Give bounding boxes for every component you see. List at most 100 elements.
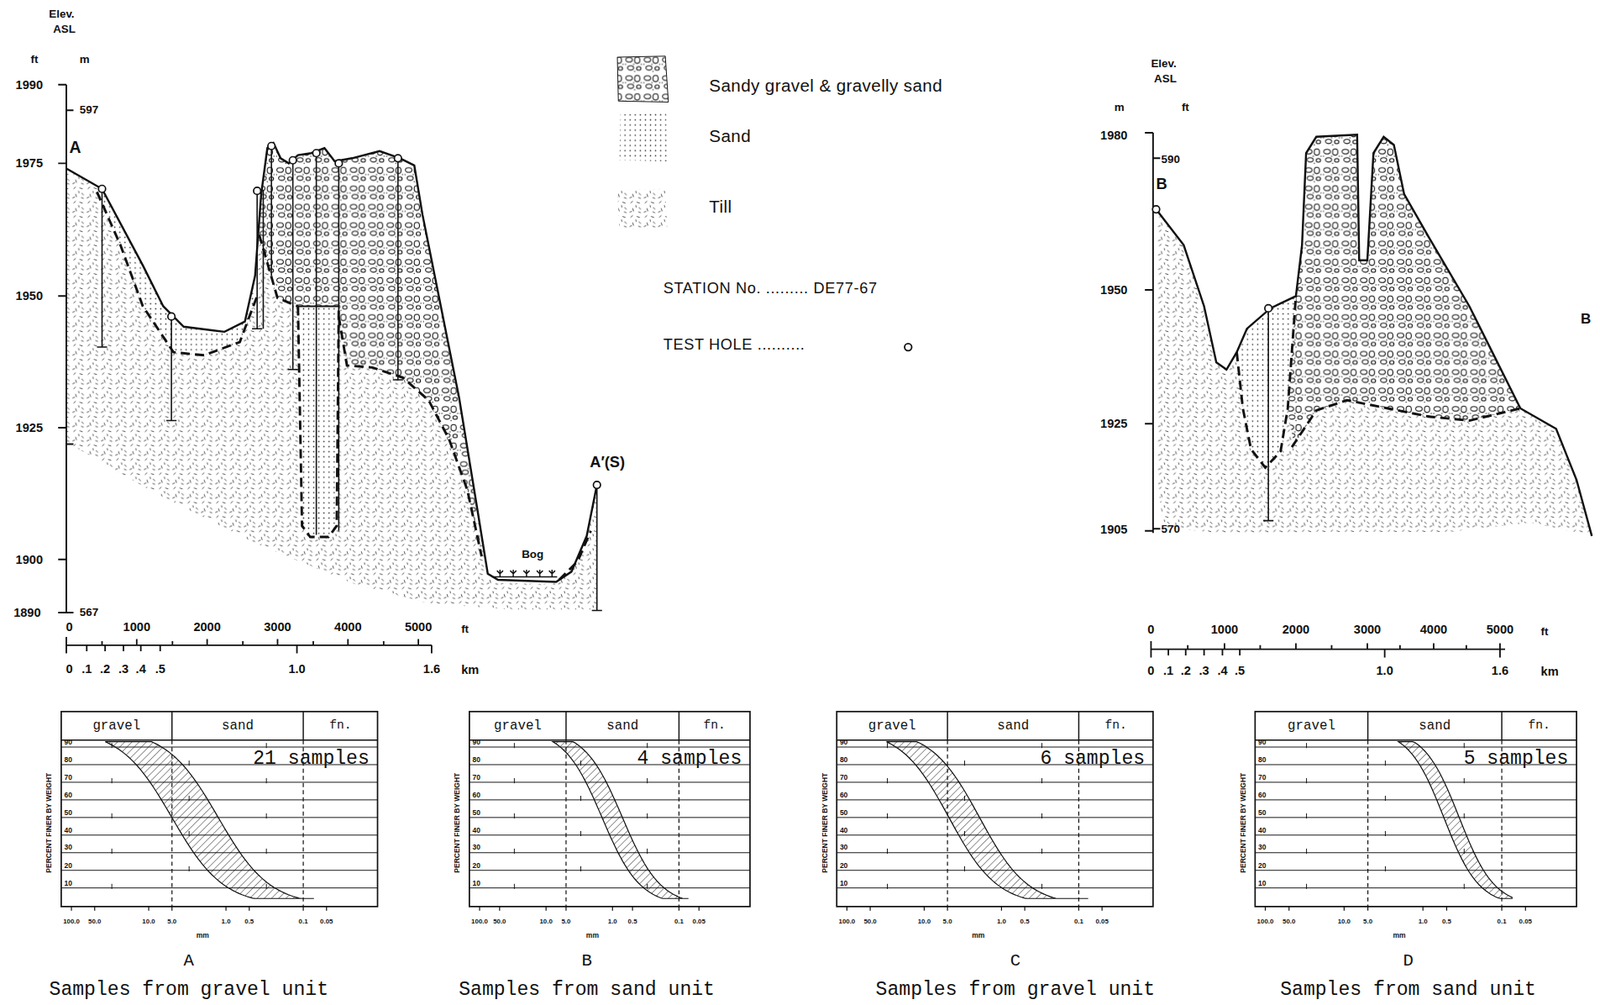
scale-label: 1.6 [423, 661, 441, 675]
scale-label: 1000 [123, 620, 151, 634]
column-heading: gravel [868, 718, 917, 733]
scale-label: 1.0 [1376, 664, 1394, 677]
axis-tick [678, 906, 680, 911]
axis-label: 70 [1258, 773, 1266, 782]
axis-tick [1367, 906, 1369, 911]
grid-tick [111, 777, 113, 783]
axis-label: 80 [64, 755, 73, 764]
axis-title: PERCENT FINER BY WEIGHT [820, 772, 829, 873]
scale-label: 1.6 [1491, 664, 1509, 677]
axis-label: 1925 [1100, 417, 1128, 431]
axis-label: 70 [64, 773, 73, 782]
axis-label: 0.5 [1020, 918, 1030, 925]
test-holes [1152, 205, 1274, 521]
legend-text: Sand [708, 127, 751, 146]
axis-title: PERCENT FINER BY WEIGHT [45, 772, 53, 873]
axis-label: 0.05 [1519, 918, 1532, 925]
scale-label: 0 [66, 661, 74, 675]
axis-tick [147, 906, 149, 911]
axis-label: 40 [839, 825, 848, 834]
chart-letter: D [1402, 951, 1413, 970]
axis-label: 0.05 [1095, 918, 1108, 925]
scale-label: .1 [1163, 664, 1174, 677]
grid-line [836, 781, 1154, 782]
class-boundary [565, 739, 567, 907]
till-unit [66, 142, 598, 609]
grid-tick [646, 777, 648, 783]
sand-swatch [619, 113, 667, 162]
grid-tick [111, 848, 113, 854]
axis-tick [498, 906, 500, 911]
axis-label: 1.0 [1418, 918, 1428, 925]
axis-label: 597 [79, 104, 99, 116]
grid-tick [646, 848, 648, 854]
grid-tick [1384, 865, 1386, 871]
sand-unit [96, 188, 258, 356]
axis-title: PERCENT FINER BY WEIGHT [453, 772, 462, 873]
axis-label: 0.1 [1074, 918, 1084, 925]
chart-frame [469, 711, 751, 907]
grid-line [469, 781, 751, 782]
axis-tick [1078, 906, 1080, 911]
axis-label: 567 [79, 606, 99, 618]
grid-line [836, 834, 1154, 835]
grid-tick [266, 742, 268, 748]
grid-line [1254, 781, 1577, 782]
axis-tick [94, 906, 95, 911]
grid-tick [646, 883, 648, 889]
scale-label: 0 [1147, 664, 1155, 677]
scale-label: .3 [1199, 664, 1210, 677]
column-divider [946, 711, 948, 740]
grid-line [836, 746, 1154, 748]
axis-label: 0.1 [299, 918, 309, 925]
axis-label: m [79, 53, 90, 65]
grid-line [469, 886, 751, 888]
column-heading: fn. [1527, 719, 1550, 733]
axis-unit: mm [586, 931, 599, 940]
axis-label: 80 [1258, 755, 1266, 764]
grid-tick [1041, 742, 1043, 748]
grid-tick [1306, 883, 1307, 889]
column-heading: gravel [92, 718, 141, 733]
axis-label: 60 [472, 791, 481, 799]
grid-tick [514, 742, 515, 748]
section-b [1144, 132, 1592, 657]
axis-label: 1900 [15, 552, 43, 566]
axis [1144, 132, 1160, 533]
scale-label: 5000 [404, 620, 432, 634]
grid-tick [646, 742, 648, 748]
scale-label: 5000 [1486, 623, 1514, 636]
scale-label: .1 [81, 661, 92, 675]
axis-label: 570 [1161, 523, 1181, 535]
grid-tick [1306, 848, 1307, 854]
grid-tick [266, 777, 268, 783]
axis-label: 90 [64, 738, 73, 746]
grid-line [469, 816, 751, 818]
grid-line [1254, 816, 1577, 818]
section-end-label: A [69, 139, 82, 156]
sand-pocket [298, 305, 340, 537]
column-divider [565, 711, 567, 740]
grid-line [469, 834, 751, 835]
column-heading: fn. [1105, 719, 1128, 733]
grid-tick [1041, 777, 1043, 783]
grain-size-chart [61, 711, 378, 911]
grid-tick [580, 795, 582, 801]
axis-label: 0.05 [692, 918, 706, 925]
sample-count: 5 samples [1463, 749, 1569, 769]
till-unit [1156, 134, 1593, 536]
legend-text: STATION No. ......... DE77-67 [663, 279, 878, 295]
axis-label: 50.0 [493, 918, 506, 925]
axis-label: 40 [64, 825, 73, 834]
grid-tick [964, 795, 966, 801]
axis-tick [1446, 906, 1448, 911]
scale-label: 1000 [1211, 623, 1239, 636]
axis-label: 10.0 [539, 918, 552, 925]
scale-label: ft [461, 623, 469, 635]
scale-label: 3000 [263, 620, 291, 634]
section-a [57, 84, 603, 654]
grid-tick [1306, 742, 1307, 748]
header-line [836, 739, 1154, 740]
grid-line [61, 816, 378, 818]
scale-label: .4 [1217, 664, 1228, 677]
